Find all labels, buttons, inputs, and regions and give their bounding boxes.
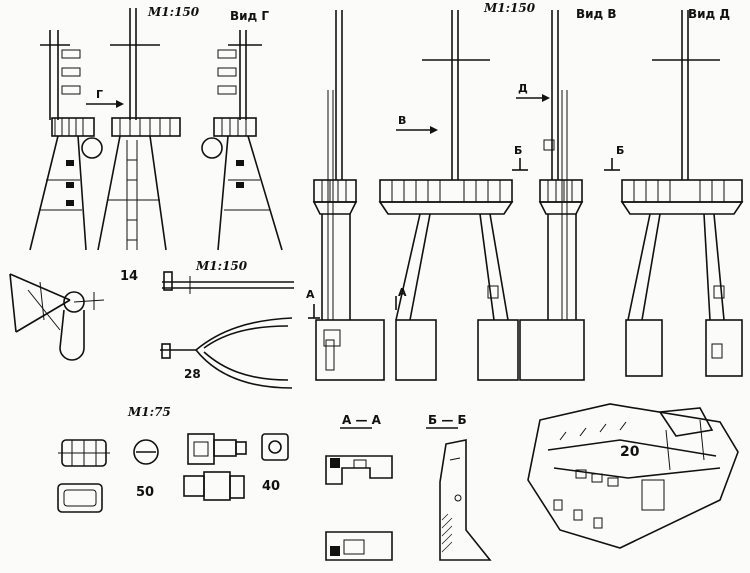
svg-text:Б — Б: Б — Б [428, 413, 467, 427]
view-label-d: Вид Д [688, 7, 730, 21]
scale-label-middle: М1:150 [195, 259, 248, 273]
superstructure-view-4 [620, 10, 744, 377]
arrow-g: Г [86, 88, 124, 108]
part-28-drawing [160, 271, 294, 389]
svg-text:Б: Б [616, 144, 624, 157]
part-number-40: 40 [262, 479, 280, 494]
mast-view-center [97, 8, 181, 251]
scale-label-top-right: М1:150 [483, 1, 536, 15]
svg-text:Г: Г [96, 88, 103, 101]
part-number-14: 14 [120, 269, 138, 284]
part-number-50: 50 [136, 485, 154, 500]
superstructure-view-3 [519, 10, 585, 381]
svg-text:А: А [398, 286, 407, 299]
scale-label-bottom: М1:75 [127, 405, 171, 419]
superstructure-view-2 [378, 10, 519, 381]
svg-text:В: В [398, 114, 406, 127]
svg-text:Б: Б [514, 144, 522, 157]
view-label-v: Вид В [576, 7, 617, 21]
arrow-v: В [396, 114, 438, 134]
mast-view-left [29, 30, 103, 251]
view-label-g: Вид Г [230, 9, 269, 23]
section-bb: Б — Б [426, 413, 492, 561]
scale-label-top-left: М1:150 [147, 5, 200, 19]
part-number-20: 20 [620, 444, 640, 460]
svg-text:А: А [306, 288, 315, 301]
svg-text:Д: Д [518, 82, 528, 95]
svg-text:А — А: А — А [342, 413, 382, 427]
superstructure-3d-view [527, 403, 739, 549]
section-marker-a: А А [306, 286, 407, 319]
arrow-d: Д [516, 82, 550, 102]
fitting-drawings [57, 433, 289, 513]
section-marker-b: Б Б [512, 144, 624, 171]
part-14-drawing [9, 273, 105, 361]
section-aa: А — А [325, 413, 393, 561]
mast-view-right [201, 30, 283, 251]
part-number-28: 28 [184, 367, 201, 381]
superstructure-view-1 [312, 10, 385, 381]
